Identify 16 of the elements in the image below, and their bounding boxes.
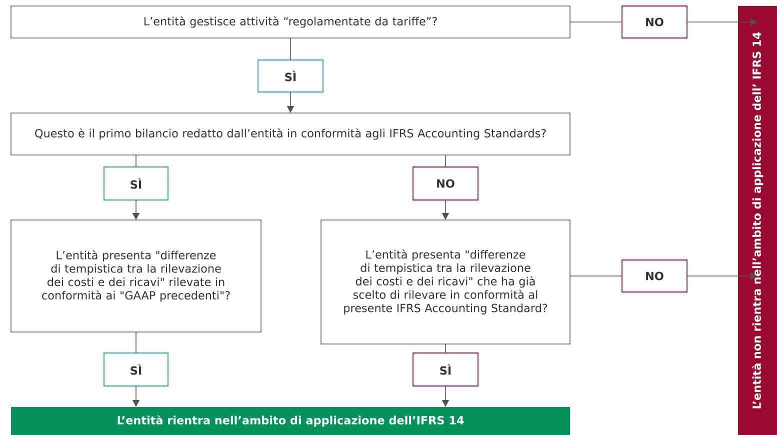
answer-box: SÌ	[258, 60, 324, 92]
connector-line	[445, 344, 446, 354]
outcome-bar: L’entità rientra nell’ambito di applicazione dell’IFRS 14	[11, 407, 570, 435]
answer-box: NO	[622, 260, 688, 292]
answer-box: NO	[622, 6, 688, 38]
outcome-bar: L’entità non rientra nell’ambito di applicazione dell’ IFRS 14	[738, 6, 777, 435]
question-box: Questo è il primo bilancio redatto dall’entità in conformità agli IFRS Accounting Standards?	[10, 112, 570, 156]
connector-line	[445, 154, 446, 168]
question-box: L’entità presenta "differenze di tempistica tra la rilevazione dei costi e dei ricavi" che ha già scelto di rilevare in conformità al presente IFRS Accounting Standard?	[320, 220, 570, 344]
question-box: L’entità presenta "differenze di tempistica tra la rilevazione dei costi e dei ricavi" rilevate in conformità ai "GAAP precedenti"?	[10, 220, 262, 332]
answer-box: NO	[412, 166, 478, 200]
connector-line	[290, 38, 291, 60]
answer-box: SÌ	[104, 166, 168, 200]
question-box: L’entità gestisce attività “regolamentate da tariffe”?	[10, 6, 570, 38]
answer-box: SÌ	[412, 352, 478, 386]
answer-box: SÌ	[104, 352, 168, 386]
